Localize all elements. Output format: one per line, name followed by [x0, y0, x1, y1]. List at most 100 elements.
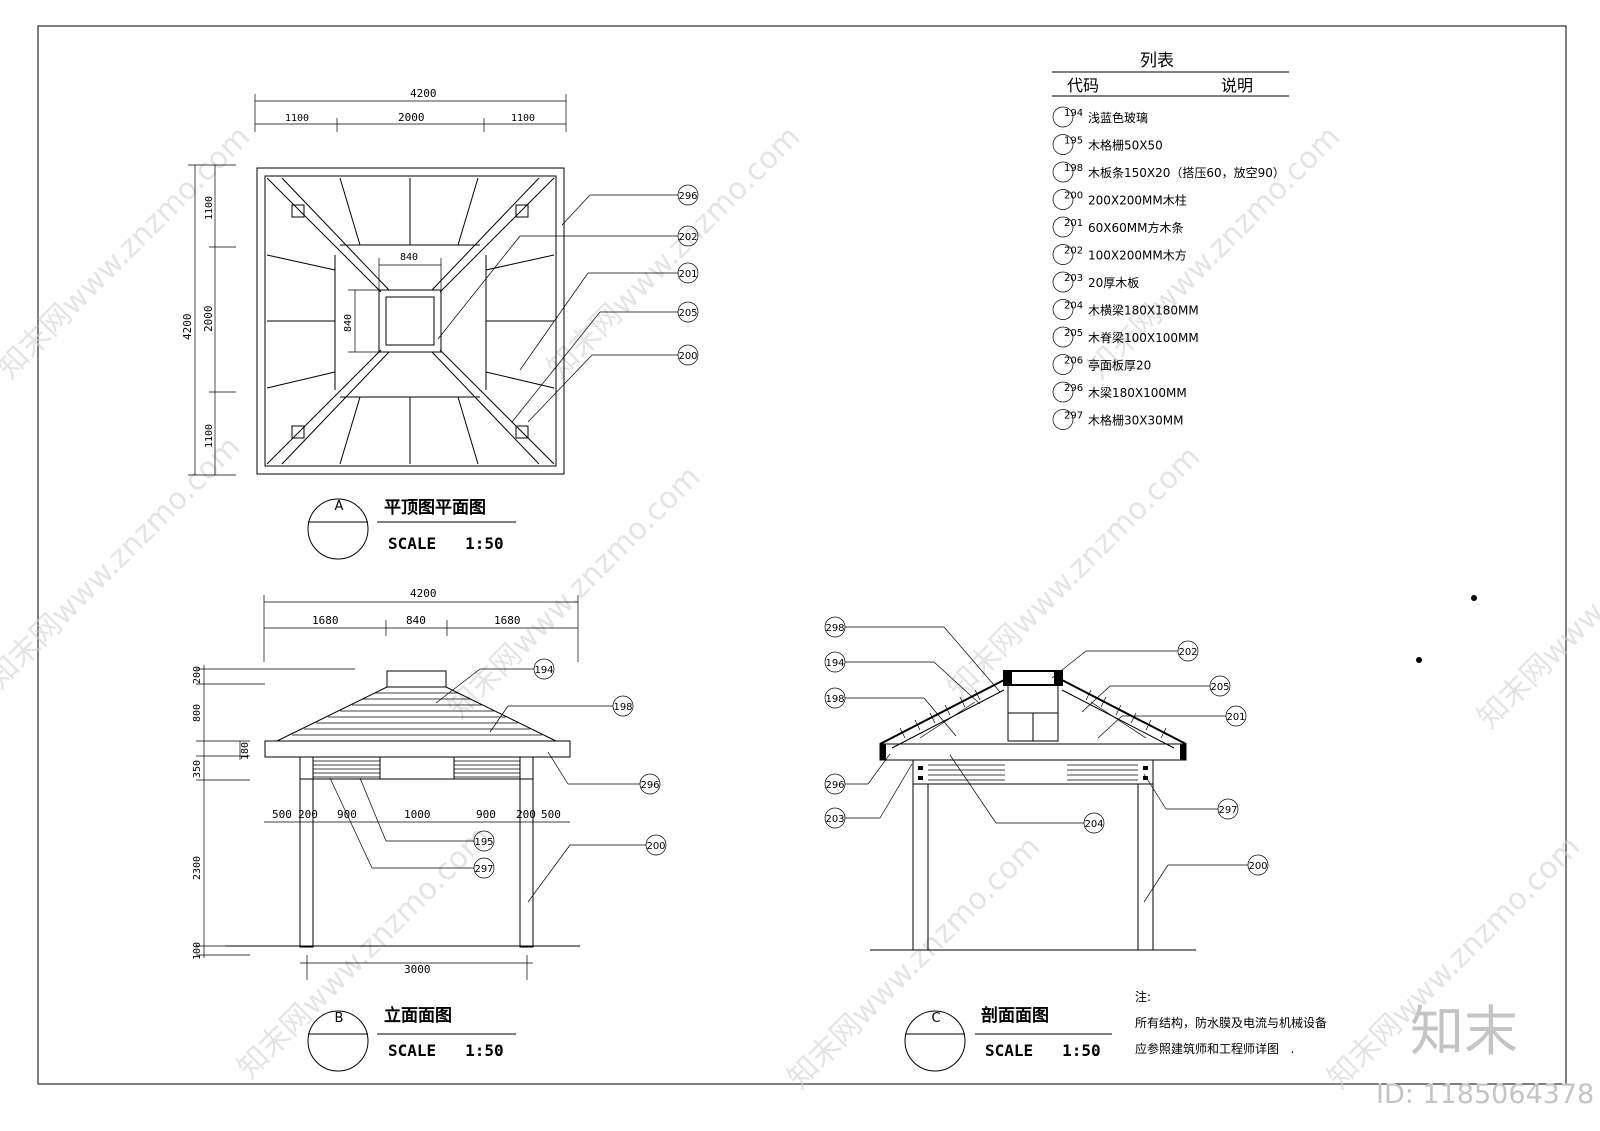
svg-text:201: 201: [678, 269, 697, 280]
legend-code: 203: [1064, 273, 1083, 284]
sect-callout-296: 296: [824, 753, 891, 795]
legend-code: 206: [1064, 356, 1083, 367]
plan-dim-total: 4200: [410, 87, 437, 100]
legend-code: 205: [1064, 328, 1083, 339]
legend-col-code: 代码: [1067, 76, 1099, 95]
legend-code: 201: [1064, 218, 1083, 229]
svg-text:200: 200: [1248, 861, 1267, 872]
svg-text:198: 198: [825, 694, 844, 705]
legend-code: 204: [1064, 301, 1083, 312]
watermarks: 知末网www.znzmo.com 知末网www.znzmo.com 知末网www…: [0, 119, 1600, 1095]
elev-dim-left-4: 350: [192, 760, 203, 778]
legend-code-circle: [1052, 134, 1074, 155]
legend-code: 297: [1064, 411, 1083, 422]
legend-desc: 60X60MM方木条: [1088, 220, 1183, 235]
svg-text:200: 200: [646, 841, 665, 852]
elev-badge-circle: [307, 1010, 369, 1072]
svg-text:296: 296: [678, 191, 697, 202]
svg-text:298: 298: [825, 623, 844, 634]
elev-title: 立面面图: [384, 1005, 452, 1026]
svg-text:205: 205: [678, 308, 697, 319]
legend-code-circle: [1052, 299, 1074, 320]
svg-text:296: 296: [640, 780, 659, 791]
legend-code: 195: [1064, 136, 1083, 147]
brand-id: ID: 1185064378: [1376, 1079, 1594, 1110]
plan-dim-left: 1100: [285, 113, 309, 124]
elev-dim-left-1: 200: [192, 666, 203, 684]
svg-text:知末网www.znzmo.com: 知末网www.znzmo.com: [0, 119, 257, 385]
legend-desc: 100X200MM木方: [1088, 248, 1187, 263]
sect-callout-201: 201: [1097, 705, 1247, 739]
plan-view: 4200 1100 2000 1100 4200 1100 2000 1100: [181, 87, 699, 560]
elev-dim-base: 3000: [404, 963, 431, 976]
sheet-border: [37, 25, 1567, 1085]
sect-callout-297: 297: [1143, 773, 1239, 820]
legend-code-circle: [1052, 354, 1074, 375]
note-block: 注: 所有结构，防水膜及电流与机械设备 应参照建筑师和工程师详图 .: [1135, 989, 1327, 1056]
plan-dim-right: 1100: [511, 113, 535, 124]
legend-col-desc: 说明: [1221, 76, 1253, 95]
elev-dim-top-total: 4200: [410, 587, 437, 600]
svg-text:194: 194: [534, 665, 553, 676]
elev-dim-left-2: 800: [192, 704, 203, 722]
svg-text:知末网www.znzmo.com: 知末网www.znzmo.com: [1471, 469, 1600, 735]
plan-callout-205: 205: [511, 301, 699, 423]
sect-callout-200: 200: [1143, 854, 1269, 903]
legend-row: 297 木格栅30X30MM: [1052, 409, 1183, 430]
elevation-view: 4200 1680 840 1680 200 800 180 350 2300 …: [192, 587, 667, 1072]
elev-dim-b5: 900: [476, 808, 496, 821]
legend-row: 205 木脊梁100X100MM: [1052, 326, 1199, 348]
svg-text:200: 200: [678, 351, 697, 362]
sect-scale: SCALE 1:50: [985, 1041, 1101, 1060]
legend-desc: 20厚木板: [1088, 276, 1139, 290]
plan-dim-mid: 2000: [398, 111, 425, 124]
elev-dim-left-5: 2300: [192, 856, 203, 880]
svg-text:194: 194: [825, 658, 844, 669]
svg-text:知末网www.znzmo.com: 知末网www.znzmo.com: [0, 429, 247, 695]
legend-code-circle: [1052, 409, 1074, 430]
elev-dim-left-6: 100: [192, 942, 203, 960]
legend-code-circle: [1052, 161, 1074, 183]
elev-callout-200: 200: [527, 834, 667, 903]
legend-code-circle: [1052, 271, 1074, 293]
legend-desc: 木板条150X20（搭压60，放空90）: [1088, 165, 1285, 180]
sect-callout-298: 298: [824, 616, 1001, 693]
elev-callout-297: 297: [329, 777, 495, 879]
legend-desc: 木梁180X100MM: [1088, 385, 1187, 400]
elev-dim-b6: 200: [516, 808, 536, 821]
sect-callout-205: 205: [1081, 675, 1231, 713]
sect-callout-202: 202: [1051, 640, 1199, 679]
svg-text:知末网www.znzmo.com: 知末网www.znzmo.com: [941, 439, 1207, 705]
legend-desc: 木脊梁100X100MM: [1088, 330, 1199, 345]
plan-dim-v3: 1100: [204, 424, 215, 448]
elev-dim-b1: 500: [272, 808, 292, 821]
elev-dim-top-1: 1680: [312, 614, 339, 627]
legend-desc: 亭面板厚20: [1088, 358, 1151, 373]
legend-row: 206 亭面板厚20: [1052, 354, 1151, 375]
svg-text:205: 205: [1210, 682, 1229, 693]
legend-desc: 木格栅30X30MM: [1088, 413, 1183, 428]
plan-callout-202: 202: [437, 225, 699, 340]
plan-dim-inner-h: 840: [400, 252, 418, 263]
elev-badge: B: [335, 1011, 344, 1026]
legend-row: 201 60X60MM方木条: [1052, 216, 1183, 238]
svg-text:202: 202: [678, 232, 697, 243]
note-line-1: 所有结构，防水膜及电流与机械设备: [1135, 1015, 1327, 1030]
svg-text:195: 195: [474, 837, 493, 848]
legend-code: 296: [1064, 383, 1083, 394]
sect-badge: C: [931, 1011, 940, 1026]
sect-callout-198: 198: [824, 687, 957, 737]
plan-dim-v1: 1100: [204, 196, 215, 220]
legend-code-circle: [1052, 326, 1074, 348]
svg-text:297: 297: [474, 864, 493, 875]
svg-text:204: 204: [1084, 819, 1103, 830]
elev-dim-top-3: 1680: [494, 614, 521, 627]
elev-callout-195: 195: [359, 777, 495, 852]
plan-callout-201: 201: [519, 262, 699, 371]
